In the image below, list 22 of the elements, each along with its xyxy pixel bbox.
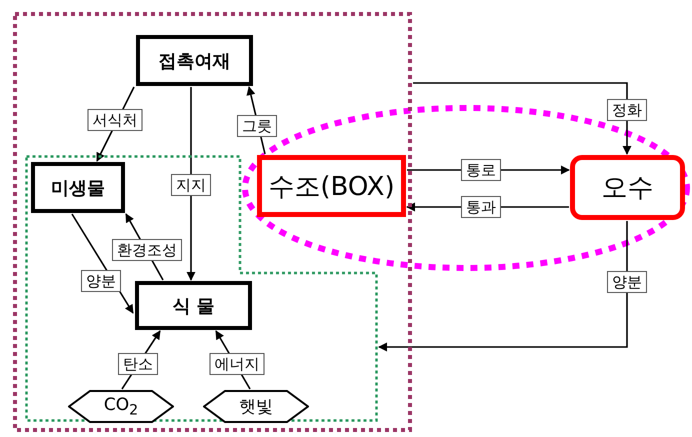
edge-label: 양분 xyxy=(81,270,121,292)
tank-box: 수조(BOX) xyxy=(257,155,406,217)
edge-label: 양분 xyxy=(607,271,647,293)
edge-label: 환경조성 xyxy=(112,239,182,261)
arrow xyxy=(378,221,628,352)
process-box: 미생물 xyxy=(31,162,125,213)
edge-label: 서식처 xyxy=(88,109,142,131)
arrow xyxy=(413,82,632,155)
arrow xyxy=(186,87,196,281)
edge-label: 탄소 xyxy=(118,353,158,375)
dotted-region xyxy=(13,12,412,432)
process-box: 접촉여재 xyxy=(136,35,253,86)
process-box: 식 물 xyxy=(135,281,252,330)
wastewater-box: 오수 xyxy=(570,155,685,220)
hexagon-node: CO$_{2}$ xyxy=(68,390,174,423)
edge-label: 통로 xyxy=(461,159,501,181)
hexagon-node: 햇빛 xyxy=(203,390,309,423)
edge-label: 에너지 xyxy=(210,353,264,375)
edge-label: 그릇 xyxy=(237,115,277,137)
edge-label: 지지 xyxy=(171,174,211,196)
edge-label: 통과 xyxy=(461,196,501,218)
edge-label: 정화 xyxy=(607,99,647,121)
